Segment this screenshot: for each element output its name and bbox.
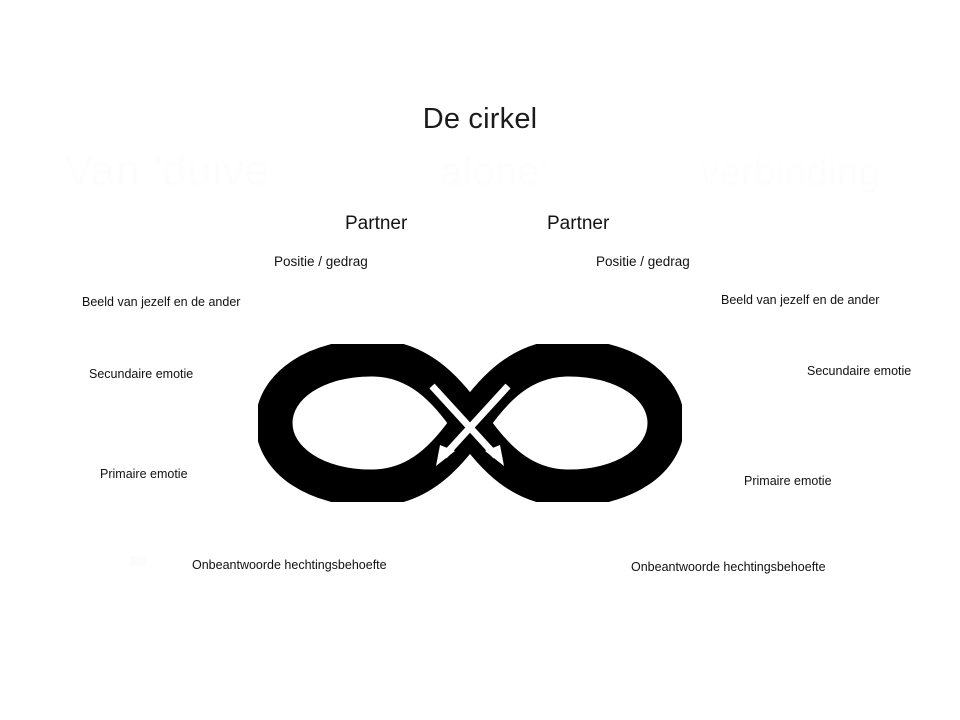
right-label-positie-gedrag: Positie / gedrag [596,254,690,269]
left-label-positie-gedrag: Positie / gedrag [274,254,368,269]
infinity-loop-svg [258,344,682,502]
left-label-primaire-emotie: Primaire emotie [100,467,188,481]
ghost-text-fragment-1: Van 'duive [64,146,270,195]
arrow-down-left-icon [436,383,511,466]
ghost-speck [130,556,146,566]
right-label-onbeantwoorde-hechtingsbehoefte: Onbeantwoorde hechtingsbehoefte [631,560,826,574]
left-label-onbeantwoorde-hechtingsbehoefte: Onbeantwoorde hechtingsbehoefte [192,558,387,572]
right-partner-heading: Partner [547,213,610,234]
left-label-beeld-van-jezelf-en-de-ander: Beeld van jezelf en de ander [82,295,241,309]
infinity-loop-figure [258,344,682,502]
right-label-beeld-van-jezelf-en-de-ander: Beeld van jezelf en de ander [721,293,880,307]
ghost-text-fragment-3: verbinding [700,152,881,194]
crossing-arrows-group [429,383,511,466]
ghost-text-fragment-2: alone' [440,150,549,194]
left-label-secundaire-emotie: Secundaire emotie [89,367,194,381]
right-label-secundaire-emotie: Secundaire emotie [807,364,912,378]
right-label-primaire-emotie: Primaire emotie [744,474,832,488]
left-partner-heading: Partner [345,213,408,234]
page-title: De cirkel [422,103,538,135]
arrow-down-right-icon [429,383,504,466]
